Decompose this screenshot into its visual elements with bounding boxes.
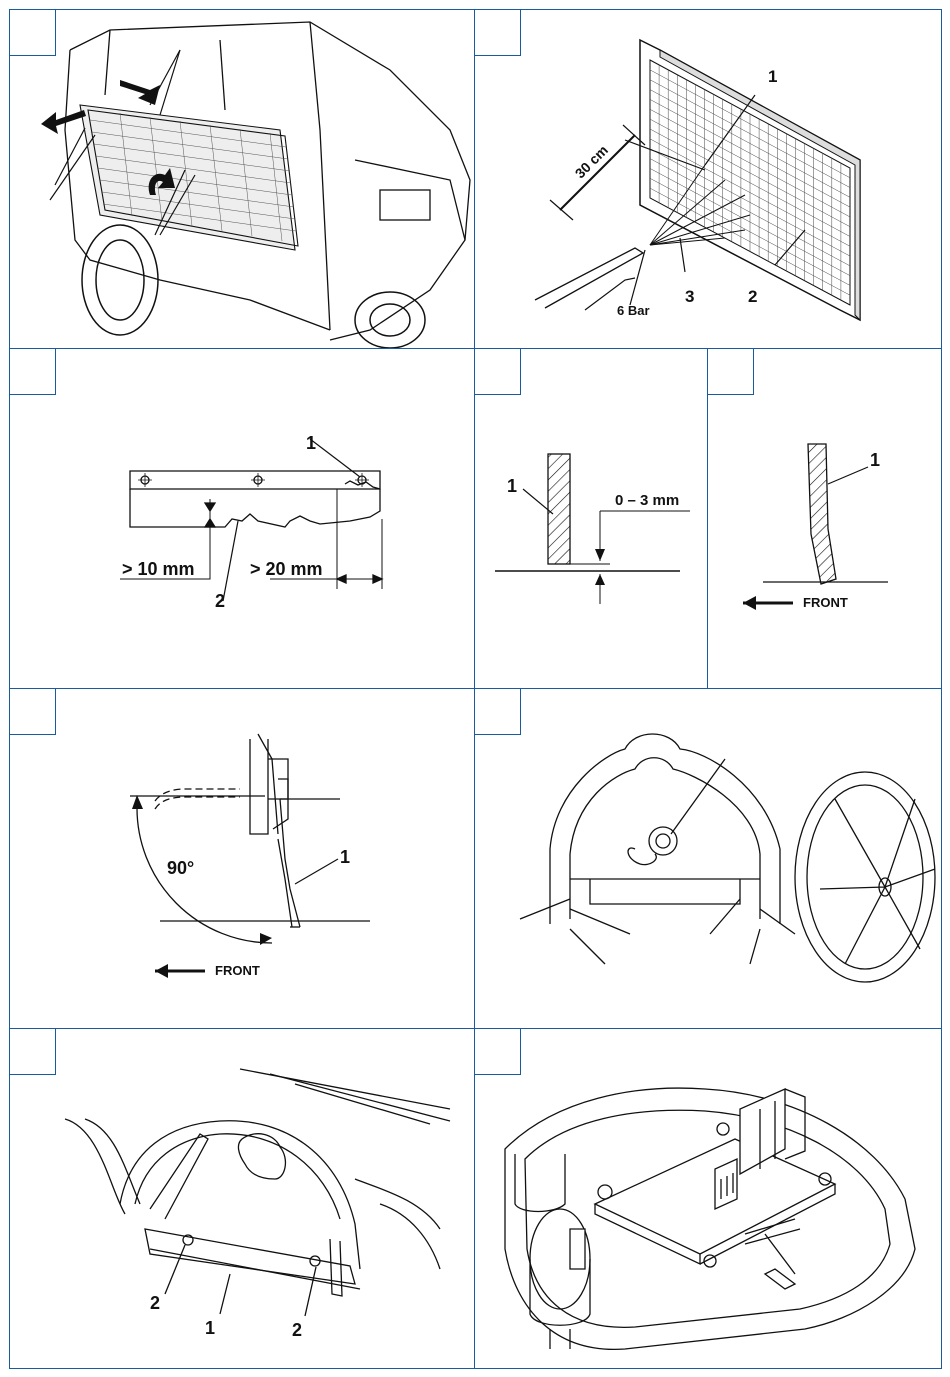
panel-blade-clearance: 1 0 – 3 mm xyxy=(474,348,708,689)
min-gap-label: > 10 mm xyxy=(122,559,195,579)
angle-label: 90° xyxy=(167,858,194,878)
panel-filter-removal xyxy=(9,9,475,349)
distance-label: 30 cm xyxy=(572,142,611,181)
callout-1: 1 xyxy=(306,433,316,453)
step-tag xyxy=(475,10,521,56)
panel-side-blade: 1 90° FRONT xyxy=(9,688,475,1029)
panel-brush-housing xyxy=(474,688,942,1029)
pressure-label: 6 Bar xyxy=(617,303,650,318)
squeegee-mounting-illustration: 1 2 2 xyxy=(10,1029,475,1369)
clearance-label: 0 – 3 mm xyxy=(615,492,679,509)
min-width-label: > 20 mm xyxy=(250,559,323,579)
step-tag xyxy=(708,349,754,395)
filter-cleaning-illustration: 30 cm 1 2 3 6 Bar xyxy=(475,10,942,349)
panel-blade-inclination: 1 FRONT xyxy=(707,348,942,689)
blade-wear-diagram: 1 > 10 mm > 20 mm 2 xyxy=(10,349,475,689)
front-label: FRONT xyxy=(215,963,260,978)
electronic-board-illustration xyxy=(475,1029,942,1369)
step-tag xyxy=(10,349,56,395)
callout-2: 2 xyxy=(748,287,757,306)
callout-1: 1 xyxy=(768,67,777,86)
panel-squeegee-mounting: 1 2 2 xyxy=(9,1028,475,1369)
callout-2-left: 2 xyxy=(150,1293,160,1313)
callout-1: 1 xyxy=(870,450,880,470)
callout-2-right: 2 xyxy=(292,1320,302,1340)
step-tag xyxy=(475,349,521,395)
filter-removal-illustration xyxy=(10,10,475,349)
callout-2: 2 xyxy=(215,591,225,611)
step-tag xyxy=(10,1029,56,1075)
step-tag xyxy=(10,689,56,735)
panel-electronic-board xyxy=(474,1028,942,1369)
step-tag xyxy=(10,10,56,56)
step-tag xyxy=(475,1029,521,1075)
filter-grid xyxy=(80,105,298,250)
blade-inclination-diagram: 1 FRONT xyxy=(708,349,942,689)
panel-filter-cleaning: 30 cm 1 2 3 6 Bar xyxy=(474,9,942,349)
step-tag xyxy=(475,689,521,735)
callout-1: 1 xyxy=(507,476,517,496)
blade-clearance-diagram: 1 0 – 3 mm xyxy=(475,349,708,689)
brush-housing-illustration xyxy=(475,689,942,1029)
side-blade-diagram: 1 90° FRONT xyxy=(10,689,475,1029)
front-label: FRONT xyxy=(803,595,848,610)
callout-3: 3 xyxy=(685,287,694,306)
panel-blade-wear: 1 > 10 mm > 20 mm 2 xyxy=(9,348,475,689)
callout-1: 1 xyxy=(340,847,350,867)
callout-1: 1 xyxy=(205,1318,215,1338)
